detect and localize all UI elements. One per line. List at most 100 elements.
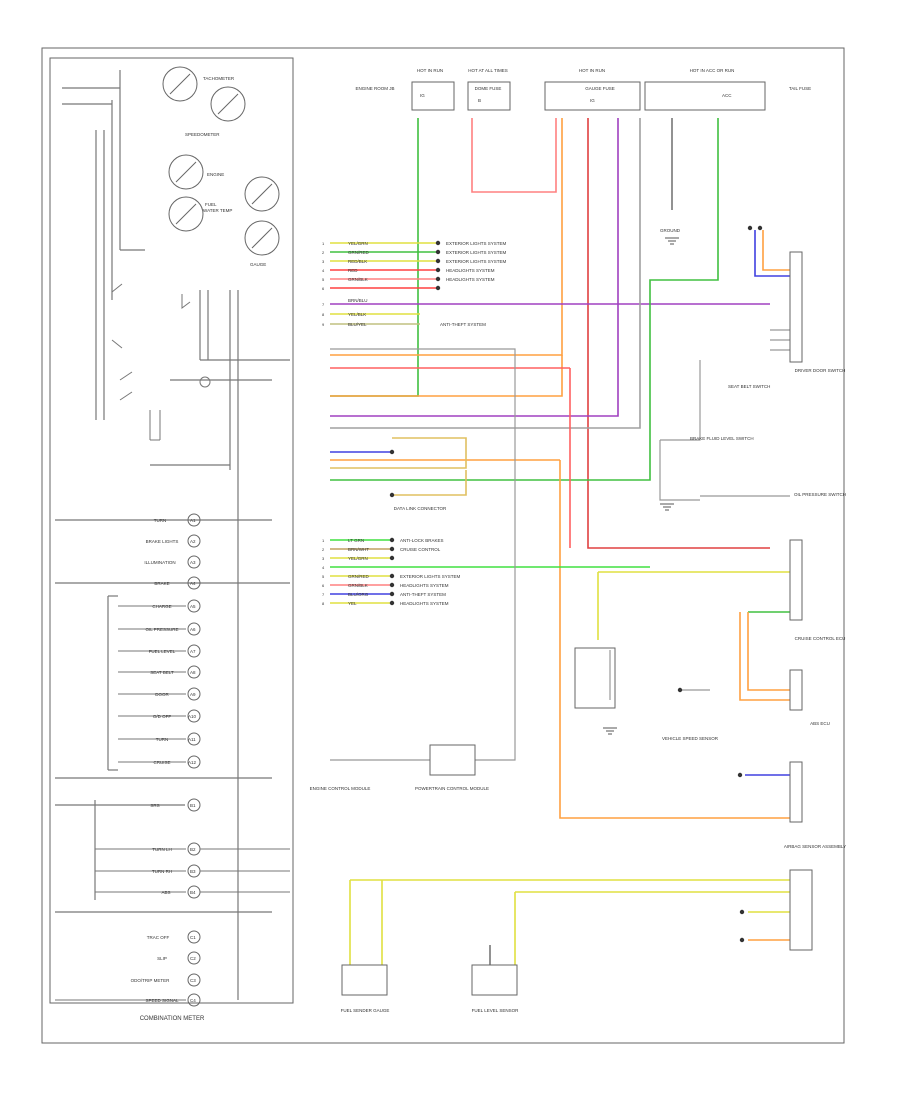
door-switch-label: DRIVER DOOR SWITCH — [795, 368, 846, 373]
speedometer-gauge: SPEEDOMETER — [185, 86, 246, 137]
pcm-label: POWERTRAIN CONTROL MODULE — [415, 786, 489, 791]
top-conn-2-title: HOT AT ALL TIMES — [468, 68, 508, 73]
ow-1-note: ANTI-LOCK BRAKES — [400, 538, 444, 543]
lw-3-color: RED/BLK — [348, 259, 367, 264]
svg-text:2: 2 — [322, 250, 325, 255]
ow-3-color: YEL/GRN — [348, 556, 368, 561]
row-20-pin: C4 — [190, 998, 196, 1003]
cruise-ecu-label: CRUISE CONTROL ECU — [795, 636, 846, 641]
row-10-pin: A10 — [188, 714, 197, 719]
top-conn-4-sub: TAIL FUSE — [789, 86, 811, 91]
wire-terminal-dots — [389, 225, 763, 943]
row-7-label: FUEL LEVEL — [149, 649, 176, 654]
tachometer-label: TACHOMETER — [203, 76, 235, 81]
lw-2-color: GRN/RED — [348, 250, 370, 255]
top-conn-1-pin: IG — [420, 93, 425, 98]
gauge-a: ENGINE — [168, 154, 224, 190]
row-1-pin: A1 — [190, 518, 196, 523]
row-5-pin: A5 — [190, 604, 196, 609]
seatbelt-label: SEAT BELT SWITCH — [728, 384, 770, 389]
lw-4-color: RED — [348, 268, 358, 273]
svg-text:8: 8 — [322, 312, 325, 317]
combination-meter: TACHOMETER SPEEDOMETER ENGINE FUEL WATER… — [55, 66, 290, 1022]
lw-5-note: HEADLIGHTS SYSTEM — [446, 277, 495, 282]
svg-text:5: 5 — [322, 277, 325, 282]
lower-wire-labels: LT GRN ANTI-LOCK BRAKES BRN/WHT CRUISE C… — [348, 538, 461, 606]
top-conn-3-sub: GAUGE FUSE — [585, 86, 615, 91]
row-19-pin: C3 — [190, 978, 196, 983]
row-12-pin: A12 — [188, 760, 197, 765]
lw-1-color: YEL/GRN — [348, 241, 368, 246]
row-2-pin: A2 — [190, 539, 196, 544]
ow-4-color: GRN/RED — [348, 574, 370, 579]
row-3-pin: A3 — [190, 560, 196, 565]
ow-6-note: ANTI-THEFT SYSTEM — [400, 592, 446, 597]
row-19-label: ODO/TRIP METER — [131, 978, 170, 983]
row-4-pin: A4 — [190, 581, 196, 586]
oil-pressure-label: OIL PRESSURE SWITCH — [794, 492, 846, 497]
row-9-pin: A9 — [190, 692, 196, 697]
row-11-label: TURN — [156, 737, 169, 742]
ow-5-note: HEADLIGHTS SYSTEM — [400, 583, 449, 588]
ow-4-note: EXTERIOR LIGHTS SYSTEM — [400, 574, 461, 579]
ow-2-note: CRUISE CONTROL — [400, 547, 441, 552]
ow-2-color: BRN/WHT — [348, 547, 369, 552]
brake-fluid-label: BRAKE FLUID LEVEL SWITCH — [690, 436, 754, 441]
gauge-b: FUEL — [168, 196, 217, 232]
row-8-label: SEAT BELT — [150, 670, 174, 675]
row-19: C3 ODO/TRIP METER — [131, 973, 201, 987]
ow-7-note: HEADLIGHTS SYSTEM — [400, 601, 449, 606]
lw-3-note: EXTERIOR LIGHTS SYSTEM — [446, 259, 507, 264]
lw-1-note: EXTERIOR LIGHTS SYSTEM — [446, 241, 507, 246]
airbag-label: AIRBAG SENSOR ASSEMBLY — [784, 844, 846, 849]
row-14-label: TURN LH — [152, 847, 172, 852]
ow-6-color: BLU/ORG — [348, 592, 369, 597]
top-conn-2-pin: B — [478, 98, 481, 103]
row-18-pin: C2 — [190, 956, 196, 961]
top-conn-1-sub: ENGINE ROOM JB — [355, 86, 394, 91]
row-8-pin: A8 — [190, 670, 196, 675]
cluster-frame — [49, 57, 294, 1004]
row-11-pin: A11 — [188, 737, 196, 742]
lw-4-note: HEADLIGHTS SYSTEM — [446, 268, 495, 273]
gauge-c2-label: GAUGE — [250, 262, 266, 267]
svg-text:7: 7 — [322, 592, 325, 597]
svg-text:3: 3 — [322, 556, 325, 561]
lw-6-color: BRN/BLU — [348, 298, 368, 303]
top-conn-3-title: HOT IN RUN — [579, 68, 605, 73]
ow-1-color: LT GRN — [348, 538, 364, 543]
svg-text:6: 6 — [322, 286, 325, 291]
svg-text:1: 1 — [322, 241, 325, 246]
gauge-c: WATER TEMP GAUGE — [203, 176, 280, 267]
lw-7-color: YEL/BLK — [348, 312, 366, 317]
row-13-label: SRS — [150, 803, 159, 808]
svg-text:5: 5 — [322, 574, 325, 579]
row-6-label: OIL PRESSURE — [145, 627, 178, 632]
ground-icons — [603, 237, 679, 735]
tachometer-gauge: TACHOMETER — [162, 66, 235, 102]
row-16-pin: B4 — [190, 890, 196, 895]
top-connectors: HOT IN RUN ENGINE ROOM JB IG HOT AT ALL … — [355, 68, 811, 111]
svg-text:3: 3 — [322, 259, 325, 264]
row-9-label: DOOR — [155, 692, 169, 697]
ow-7-color: YEL — [348, 601, 357, 606]
signal-wires — [330, 329, 790, 761]
gauge-c-label: WATER TEMP — [203, 208, 232, 213]
lw-5-color: GRN/BLK — [348, 277, 368, 282]
row-10: A10 O/D OFF — [118, 709, 201, 723]
engine-ecm-label: ENGINE CONTROL MODULE — [310, 786, 371, 791]
row-12: A12 CRUISE — [118, 755, 201, 769]
row-10-label: O/D OFF — [153, 714, 171, 719]
row-12-label: CRUISE — [153, 760, 170, 765]
svg-text:1: 1 — [322, 538, 325, 543]
